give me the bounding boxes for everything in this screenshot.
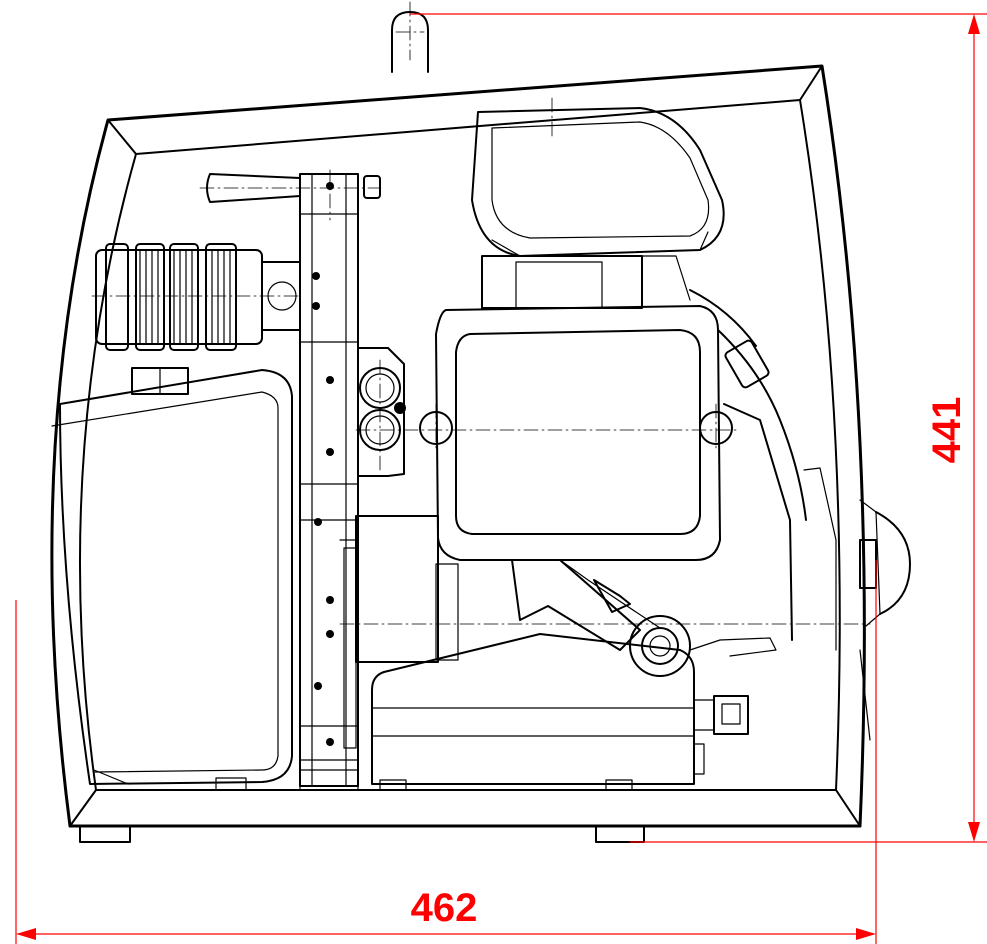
filter-ribs <box>139 249 231 345</box>
starter-knob <box>859 499 911 741</box>
connecting-arm <box>511 559 661 651</box>
engine-side-panel <box>419 305 733 561</box>
engine-top-cover <box>471 97 725 257</box>
engine-right-shroud <box>689 289 837 651</box>
housing-feet <box>79 825 645 843</box>
top-handle-post <box>391 1 429 73</box>
center-cylinder <box>339 515 871 749</box>
pulley-assembly <box>355 347 741 477</box>
engine-body <box>481 255 691 309</box>
fuel-tank <box>51 367 293 791</box>
base-motor-housing <box>371 633 695 791</box>
height-dimension-label: 441 <box>925 397 969 464</box>
vertical-mount-plate <box>299 169 359 791</box>
width-dimension-label: 462 <box>411 886 478 930</box>
bracket-clamp <box>693 695 749 775</box>
housing-frame <box>50 64 866 828</box>
lever-handle <box>199 173 381 203</box>
dimension-height: 441 <box>410 13 987 843</box>
dimension-width: 462 <box>15 560 877 944</box>
filter-cylinder <box>91 243 301 351</box>
